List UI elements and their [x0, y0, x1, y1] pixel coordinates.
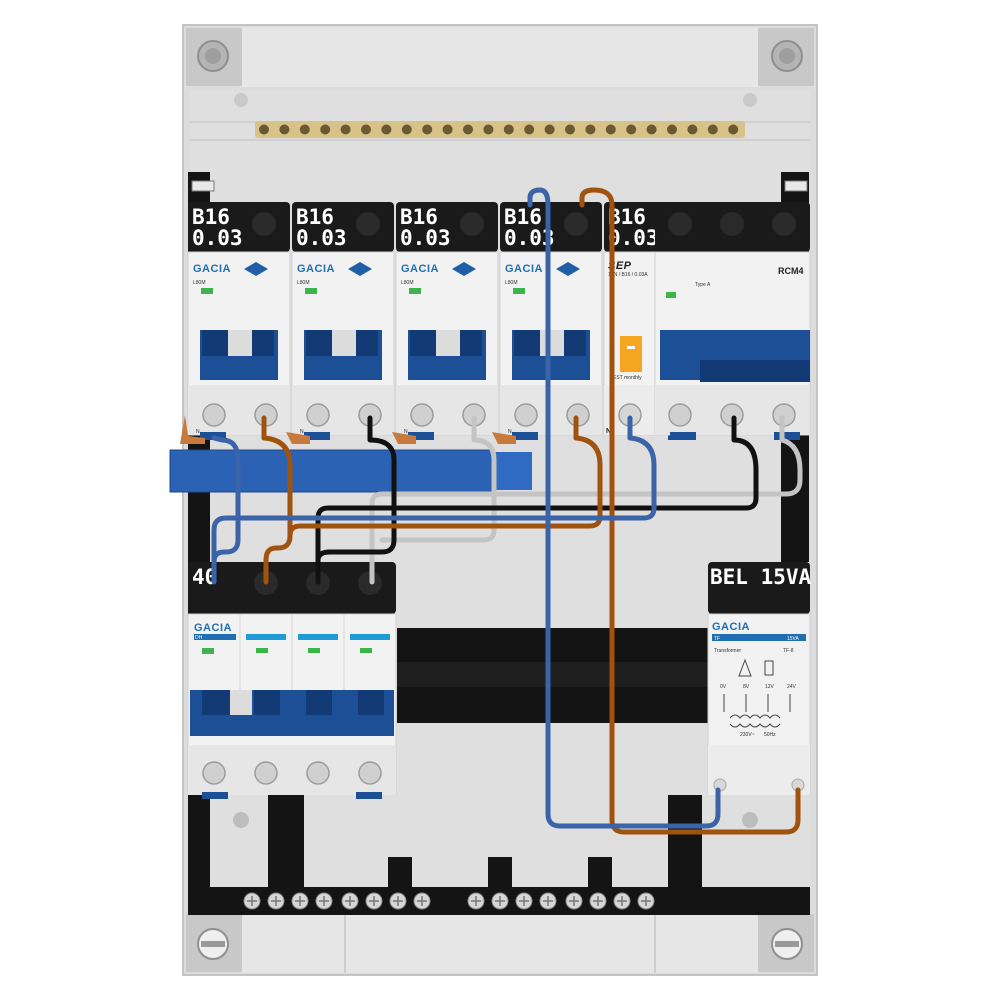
main-switch-40: 40 GACIA DH — [187, 562, 397, 799]
busbar-hole — [259, 124, 269, 135]
rcbo-brand: GACIA — [193, 263, 231, 275]
brass-earth-busbar — [255, 121, 745, 138]
terminal-screw — [315, 892, 333, 910]
rcbo-neutral: N — [404, 429, 408, 435]
transformer-tap-3: 24V — [787, 684, 797, 690]
busbar-hole — [728, 124, 739, 135]
busbar-hole — [707, 124, 718, 135]
corner-mount-bottom-left — [186, 914, 242, 972]
rcbo-model: L80M — [401, 280, 414, 286]
terminal-screw — [613, 892, 631, 910]
rcm4-device: RCM4 Type A — [654, 202, 811, 440]
transformer-model2: TF-8 — [783, 648, 794, 654]
enclosure-top-cover — [241, 27, 759, 87]
enclosure-bottom-cover — [241, 915, 759, 973]
transformer-brand: GACIA — [712, 621, 750, 633]
wire-brown — [261, 415, 293, 585]
terminal-screw — [565, 892, 583, 910]
wiring — [211, 187, 803, 835]
rcbo-neutral: N — [508, 429, 512, 435]
terminal-screw — [491, 892, 509, 910]
transformer-frequency: 50Hz — [764, 732, 776, 738]
busbar-hole — [463, 124, 473, 135]
terminal-screw — [589, 892, 607, 910]
rcbo-sensitivity: 0.03 — [608, 226, 659, 250]
terminal-screw — [515, 892, 533, 910]
busbar-hole — [381, 124, 392, 135]
rcbo-test-label: TEST monthly — [610, 375, 642, 381]
rcbo-model: 1+N / B16 / 0.03A — [608, 272, 648, 278]
bell-transformer: BEL 15VA GACIA TF 15VA Transformer TF-8 … — [707, 562, 812, 795]
terminal-screw — [637, 892, 655, 910]
terminal-screw — [267, 892, 285, 910]
neutral-comb-busbar — [169, 449, 532, 493]
transformer-name: Transformer — [714, 648, 741, 654]
busbar-hole — [279, 124, 290, 135]
busbar-hole — [299, 124, 310, 135]
rcbo-sensitivity: 0.03 — [192, 226, 243, 250]
corner-mount-top-left — [186, 28, 242, 86]
main-switch-brand: GACIA — [194, 622, 232, 634]
terminal-screw — [389, 892, 407, 910]
transformer-model: TF — [714, 636, 720, 642]
busbar-hole — [565, 124, 575, 135]
main-switch-model: DH — [195, 635, 203, 641]
busbar-hole — [626, 124, 637, 135]
terminal-screw — [467, 892, 485, 910]
terminal-screw — [291, 892, 309, 910]
busbar-hole — [503, 124, 514, 135]
busbar-hole — [401, 124, 412, 135]
rcm4-label: RCM4 — [778, 266, 804, 276]
transformer-power: 15VA — [787, 636, 800, 642]
rcbo-neutral: N — [300, 429, 304, 435]
busbar-hole — [585, 124, 596, 135]
terminal-screw — [243, 892, 261, 910]
busbar-hole — [340, 124, 351, 135]
rcbo-sensitivity: 0.03 — [400, 226, 451, 250]
terminal-screw — [365, 892, 383, 910]
transformer-tap-0: 0V — [720, 684, 727, 690]
terminal-screw — [539, 892, 557, 910]
busbar-hole — [361, 124, 371, 135]
rcbo-sensitivity: 0.03 — [296, 226, 347, 250]
rcbo-model: L80M — [193, 280, 206, 286]
busbar-hole — [524, 124, 535, 135]
busbar-hole — [687, 124, 698, 135]
copper-comb-pins — [180, 415, 516, 444]
rcbo-brand: GACIA — [505, 263, 543, 275]
transformer-primary: 230V~ — [740, 732, 755, 738]
busbar-hole — [646, 124, 657, 135]
terminal-screw — [341, 892, 359, 910]
rcbo-brand: GACIA — [401, 263, 439, 275]
busbar-hole — [422, 124, 433, 135]
rcbo-rating: B16 — [296, 205, 334, 229]
transformer-label: BEL 15VA — [710, 565, 812, 589]
busbar-hole — [605, 124, 616, 135]
rcbo-rating: B16 — [400, 205, 438, 229]
rcbo-neutral: N — [196, 429, 200, 435]
transformer-tap-2: 12V — [765, 684, 775, 690]
busbar-hole — [667, 124, 677, 135]
busbar-hole — [544, 124, 555, 135]
rcbo-rating: B16 — [192, 205, 230, 229]
rcbo-rating: B16 — [504, 205, 542, 229]
corner-mount-bottom-right — [758, 914, 814, 972]
rcbo-brand: GACIA — [297, 263, 335, 275]
busbar-hole — [320, 124, 331, 135]
rcm4-type: Type A — [695, 282, 711, 288]
transformer-tap-1: 8V — [743, 684, 750, 690]
terminal-screw — [413, 892, 431, 910]
busbar-hole — [483, 124, 494, 135]
wire-grey — [369, 415, 803, 585]
busbar-hole — [442, 124, 453, 135]
rcbo-model: L80M — [505, 280, 518, 286]
rcbo-neutral: N — [606, 428, 611, 435]
corner-mount-top-right — [758, 28, 814, 86]
rcbo-model: L80M — [297, 280, 310, 286]
